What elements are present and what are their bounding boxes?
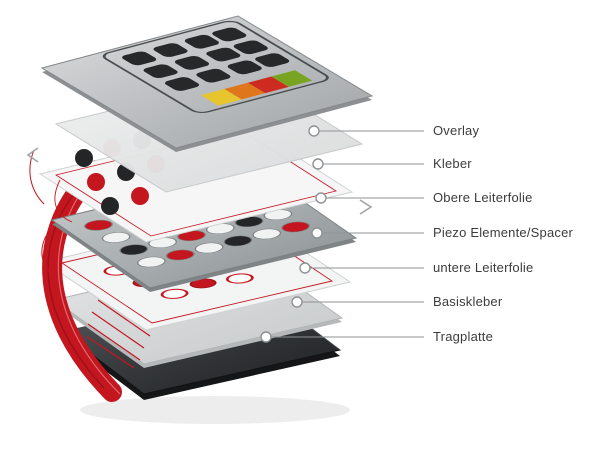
leader-marker — [308, 125, 320, 137]
alignment-chevrons — [26, 147, 373, 215]
leader-marker — [311, 227, 323, 239]
overlay-layer — [40, 15, 374, 152]
overlay-color-bar — [200, 70, 313, 106]
leader-marker — [312, 158, 324, 170]
leader-lines — [260, 125, 424, 343]
label-kleber: Kleber — [433, 156, 472, 171]
label-untere-leiterfolie: untere Leiterfolie — [433, 260, 534, 275]
label-tragplatte: Tragplatte — [433, 329, 494, 344]
label-overlay: Overlay — [433, 123, 480, 138]
label-obere-leiterfolie: Obere Leiterfolie — [433, 190, 533, 205]
label-basiskleber: Basiskleber — [433, 294, 503, 309]
label-piezo-elemente-spacer: Piezo Elemente/Spacer — [433, 225, 574, 240]
stack-shadow — [80, 396, 350, 424]
leader-marker — [291, 296, 303, 308]
leader-marker — [299, 262, 311, 274]
overlay-keypad-print — [102, 20, 329, 113]
leader-marker — [315, 192, 327, 204]
leader-marker — [260, 331, 272, 343]
